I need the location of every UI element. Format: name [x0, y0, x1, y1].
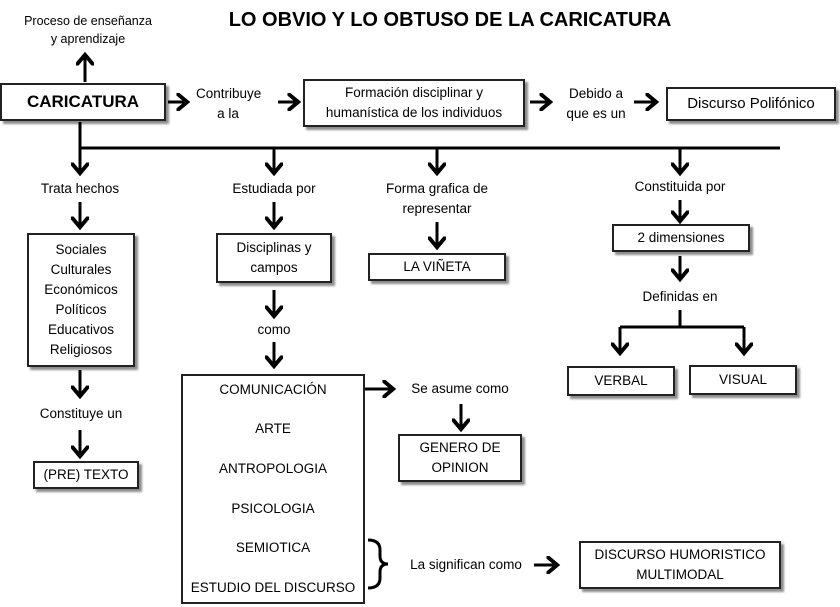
- node-campos-box: [181, 374, 365, 604]
- node-formacion-line: Formación disciplinar y: [344, 85, 484, 100]
- node-dimensiones-label: 2 dimensiones: [637, 230, 725, 245]
- node-forma-grafica-line: representar: [402, 201, 472, 216]
- node-discurso-humoristico: DISCURSO HUMORISTICO MULTIMODAL: [579, 541, 781, 589]
- node-disciplinas: Disciplinas y campos: [216, 233, 332, 283]
- list-item: Educativos: [47, 322, 115, 337]
- node-formacion-line: humanística de los individuos: [325, 105, 503, 120]
- node-contribuye-line: Contribuye: [196, 86, 262, 101]
- diagram-title: LO OBVIO Y LO OBTUSO DE LA CARICATURA: [228, 9, 672, 31]
- node-definidas: Definidas en: [642, 289, 718, 304]
- campo-comunicacion: COMUNICACIÓN: [219, 382, 327, 397]
- node-pre-texto: (PRE) TEXTO: [33, 461, 139, 489]
- node-verbal: VERBAL: [567, 366, 675, 396]
- node-genero-line: OPINION: [431, 460, 489, 475]
- list-item: Culturales: [50, 262, 112, 277]
- node-genero: GENERO DE OPINION: [398, 434, 522, 482]
- node-genero-line: GENERO DE: [419, 440, 501, 455]
- node-formacion: Formación disciplinar y humanística de l…: [303, 79, 525, 127]
- list-item: Políticos: [55, 302, 107, 317]
- list-item: Religiosos: [49, 342, 113, 357]
- node-como: como: [257, 322, 291, 337]
- node-trata-hechos: Trata hechos: [40, 181, 120, 196]
- node-vineta-label: LA VIÑETA: [403, 259, 471, 274]
- list-item: Económicos: [44, 282, 118, 297]
- node-dimensiones: 2 dimensiones: [612, 224, 750, 252]
- list-item: Sociales: [55, 242, 107, 257]
- node-la-significan: La significan como: [410, 557, 522, 572]
- node-discurso-humoristico-line: MULTIMODAL: [636, 567, 724, 582]
- node-verbal-label: VERBAL: [594, 373, 648, 388]
- node-caricatura-label: CARICATURA: [26, 92, 140, 111]
- node-constituida: Constituida por: [634, 179, 726, 194]
- node-pre-texto-label: (PRE) TEXTO: [43, 467, 129, 482]
- node-visual-label: VISUAL: [718, 372, 768, 387]
- node-discurso-polifonico: Discurso Polifónico: [666, 87, 836, 121]
- node-discurso-polifonico-label: Discurso Polifónico: [687, 95, 815, 112]
- node-disciplinas-line: campos: [250, 260, 298, 275]
- node-forma-grafica: Forma grafica de representar: [372, 179, 502, 219]
- bracket: [367, 538, 389, 590]
- campo-arte: ARTE: [255, 421, 291, 436]
- node-contribuye: Contribuye a la: [196, 84, 262, 124]
- node-forma-grafica-line: Forma grafica de: [385, 181, 489, 196]
- node-discurso-humoristico-line: DISCURSO HUMORISTICO: [594, 547, 766, 562]
- node-debido-line: Debido a: [568, 86, 624, 101]
- node-se-asume: Se asume como: [411, 381, 509, 396]
- campo-semiotica: SEMIOTICA: [235, 540, 311, 555]
- node-proceso-line: Proceso de enseñanza: [24, 14, 152, 28]
- node-caricatura: CARICATURA: [0, 83, 166, 121]
- node-debido-line: que es un: [566, 106, 626, 121]
- node-debido: Debido a que es un: [556, 84, 636, 124]
- node-constituye: Constituye un: [39, 406, 123, 421]
- campo-psicologia: PSICOLOGIA: [231, 501, 315, 516]
- node-proceso: Proceso de enseñanza y aprendizaje: [18, 12, 158, 48]
- node-proceso-line: y aprendizaje: [50, 32, 126, 46]
- campo-antropologia: ANTROPOLOGIA: [218, 461, 328, 476]
- node-contribuye-line: a la: [217, 106, 239, 121]
- campo-estudio-discurso: ESTUDIO DEL DISCURSO: [190, 580, 356, 595]
- node-visual: VISUAL: [689, 365, 797, 395]
- node-hechos-lista: Sociales Culturales Económicos Políticos…: [27, 233, 135, 367]
- node-disciplinas-line: Disciplinas y: [236, 240, 312, 255]
- node-estudiada-por: Estudiada por: [232, 181, 316, 196]
- node-vineta: LA VIÑETA: [368, 253, 506, 281]
